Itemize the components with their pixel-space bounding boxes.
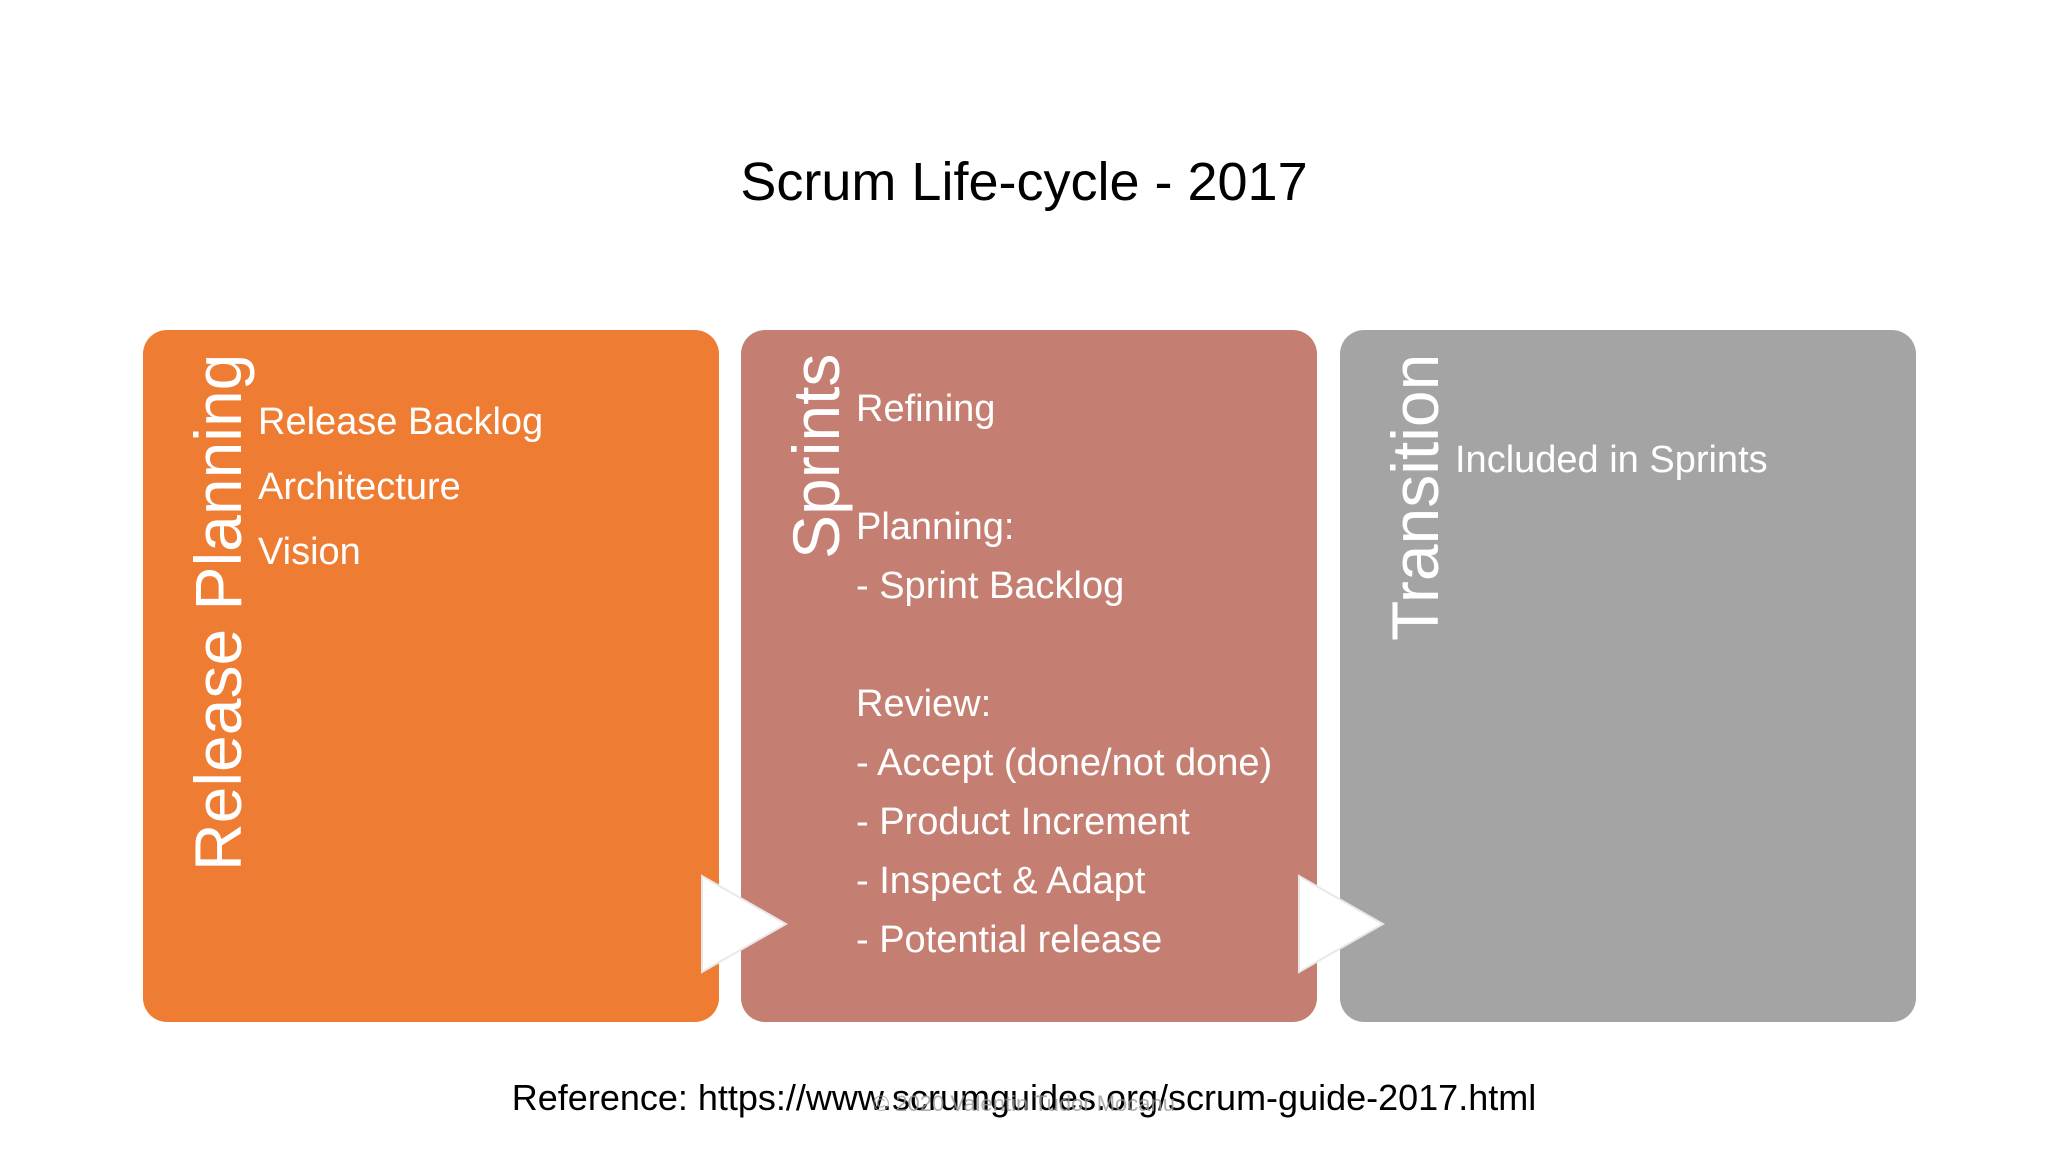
- list-item: Architecture: [258, 466, 461, 508]
- arrow-right-icon: [1298, 874, 1386, 974]
- copyright-watermark: © 2020 Valentin Tudor Mocanu: [873, 1091, 1175, 1116]
- list-item: Review:: [856, 683, 992, 725]
- reference-text: Reference: https://www.scrumguides.org/s…: [511, 1077, 1537, 1118]
- list-item: Release Backlog: [258, 401, 544, 443]
- arrow-right-icon: [701, 874, 789, 974]
- transition-items: Included in Sprints: [1455, 428, 1896, 493]
- sprints-items: Refining Planning: - Sprint Backlog Revi…: [856, 380, 1297, 970]
- transition-panel: Transition Included in Sprints: [1340, 330, 1916, 1022]
- list-item: Included in Sprints: [1455, 439, 1768, 481]
- release-planning-panel: Release Planning Release Backlog Archite…: [143, 330, 719, 1022]
- list-item: - Accept (done/not done): [856, 742, 1273, 784]
- list-item: Refining: [856, 388, 996, 430]
- release-planning-label: Release Planning: [181, 354, 255, 872]
- list-item: - Potential release: [856, 919, 1163, 961]
- list-item: Vision: [258, 531, 361, 573]
- list-item: - Inspect & Adapt: [856, 860, 1146, 902]
- list-item: - Sprint Backlog: [856, 565, 1125, 607]
- release-planning-items: Release Backlog Architecture Vision: [258, 390, 699, 585]
- sprints-panel: Sprints Refining Planning: - Sprint Back…: [741, 330, 1317, 1022]
- list-item: - Product Increment: [856, 801, 1190, 843]
- list-spacer: [856, 616, 1297, 675]
- list-item: Planning:: [856, 506, 1015, 548]
- list-spacer: [856, 439, 1297, 498]
- slide-title: Scrum Life-cycle - 2017: [740, 152, 1308, 212]
